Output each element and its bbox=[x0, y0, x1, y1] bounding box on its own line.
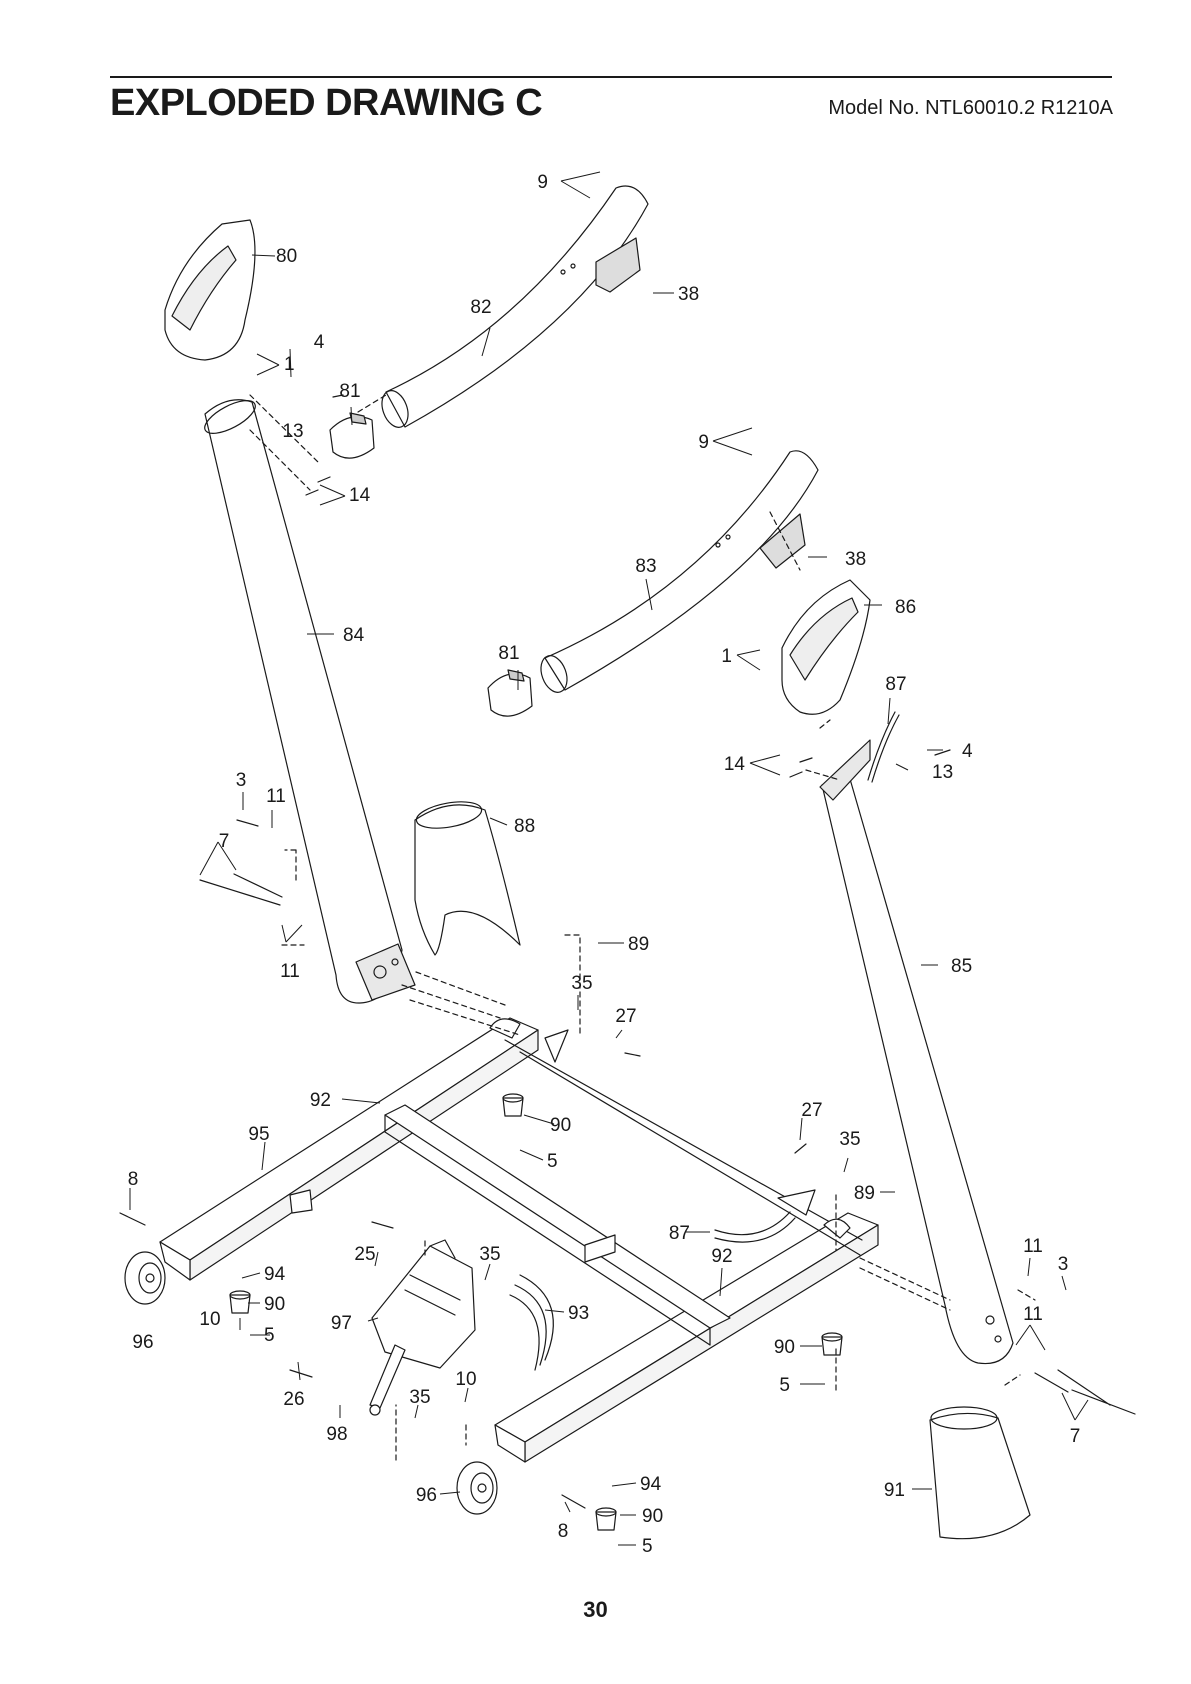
callout-c27b: 27 bbox=[801, 1100, 822, 1121]
callout-c80: 80 bbox=[276, 246, 297, 267]
callout-c10b: 10 bbox=[455, 1369, 476, 1390]
callout-c27a: 27 bbox=[615, 1006, 636, 1027]
callout-c8b: 8 bbox=[558, 1521, 569, 1542]
callout-labels: 9 80 38 82 4 1 81 13 9 14 38 83 86 84 81… bbox=[128, 172, 1081, 1557]
callout-c14a: 14 bbox=[349, 485, 371, 506]
callout-c89b: 89 bbox=[854, 1183, 875, 1204]
callout-c11a: 11 bbox=[266, 786, 286, 807]
callout-c90b: 90 bbox=[264, 1294, 285, 1315]
callout-c3a: 3 bbox=[236, 770, 247, 791]
callout-c13b: 13 bbox=[932, 762, 953, 783]
left-upright-84 bbox=[200, 394, 415, 1003]
callout-c26: 26 bbox=[283, 1389, 304, 1410]
leveler-90c bbox=[822, 1333, 842, 1355]
callout-c14b: 14 bbox=[724, 754, 746, 775]
callout-c92b: 92 bbox=[711, 1246, 732, 1267]
callout-c84: 84 bbox=[343, 625, 365, 646]
callout-c90c: 90 bbox=[774, 1337, 795, 1358]
callout-c89a: 89 bbox=[628, 934, 649, 955]
callout-c81b: 81 bbox=[498, 643, 519, 664]
callout-c90d: 90 bbox=[642, 1506, 663, 1527]
end-cap-81b bbox=[488, 670, 532, 716]
callout-c1b: 1 bbox=[721, 646, 732, 667]
leveler-90d bbox=[596, 1508, 616, 1530]
callout-c87a: 87 bbox=[885, 674, 906, 695]
handlebar-82 bbox=[377, 186, 648, 431]
callout-c5b: 5 bbox=[264, 1325, 275, 1346]
callout-c5a: 5 bbox=[547, 1151, 558, 1172]
callout-c94b: 94 bbox=[640, 1474, 662, 1495]
page-number: 30 bbox=[0, 1597, 1191, 1623]
callout-c7a: 7 bbox=[219, 831, 230, 852]
cup-holder-80 bbox=[165, 220, 255, 360]
callout-c97: 97 bbox=[331, 1313, 352, 1334]
callout-c83: 83 bbox=[635, 556, 656, 577]
callout-c35a: 35 bbox=[571, 973, 592, 994]
base-frame bbox=[160, 1018, 950, 1462]
callout-c9a: 9 bbox=[537, 172, 548, 193]
callout-c9b: 9 bbox=[698, 432, 709, 453]
leveler-90a bbox=[503, 1094, 523, 1116]
callout-c11c: 11 bbox=[1023, 1236, 1043, 1257]
callout-c4a: 4 bbox=[314, 332, 325, 353]
callout-c81a: 81 bbox=[339, 381, 360, 402]
callout-c11d: 11 bbox=[1023, 1304, 1043, 1325]
callout-c38b: 38 bbox=[845, 549, 866, 570]
callout-c95: 95 bbox=[248, 1124, 269, 1145]
shroud-88 bbox=[414, 797, 520, 955]
callout-c3b: 3 bbox=[1058, 1254, 1069, 1275]
callout-c94a: 94 bbox=[264, 1264, 286, 1285]
callout-c82: 82 bbox=[470, 297, 491, 318]
callout-c96a: 96 bbox=[132, 1332, 153, 1353]
callout-c96b: 96 bbox=[416, 1485, 437, 1506]
callout-c35d: 35 bbox=[409, 1387, 430, 1408]
callout-c90a: 90 bbox=[550, 1115, 571, 1136]
callout-c91: 91 bbox=[884, 1480, 905, 1501]
callout-c10a: 10 bbox=[199, 1309, 220, 1330]
wire-harness-93 bbox=[510, 1275, 553, 1370]
callout-c98: 98 bbox=[326, 1424, 347, 1445]
callout-c4b: 4 bbox=[962, 741, 973, 762]
callout-c13a: 13 bbox=[282, 421, 303, 442]
callout-c11b: 11 bbox=[280, 961, 300, 982]
callout-c35c: 35 bbox=[479, 1244, 500, 1265]
leveler-90b bbox=[230, 1291, 250, 1313]
handlebar-83 bbox=[536, 451, 818, 696]
callout-c7b: 7 bbox=[1070, 1426, 1081, 1447]
callout-c25: 25 bbox=[354, 1244, 375, 1265]
callout-c8a: 8 bbox=[128, 1169, 139, 1190]
wheel-96a bbox=[125, 1252, 165, 1304]
callout-c85: 85 bbox=[951, 956, 972, 977]
callout-c86: 86 bbox=[895, 597, 916, 618]
callout-c88: 88 bbox=[514, 816, 535, 837]
callout-c87b: 87 bbox=[669, 1223, 690, 1244]
cup-holder-86 bbox=[782, 580, 870, 714]
wheel-96b bbox=[457, 1462, 497, 1514]
callout-c35b: 35 bbox=[839, 1129, 860, 1150]
callout-c5d: 5 bbox=[642, 1536, 653, 1557]
shroud-91 bbox=[930, 1407, 1030, 1539]
callout-c1a: 1 bbox=[284, 354, 295, 375]
callout-c93: 93 bbox=[568, 1303, 589, 1324]
right-upright-85 bbox=[820, 740, 1013, 1364]
callout-c92a: 92 bbox=[310, 1090, 331, 1111]
callout-c38a: 38 bbox=[678, 284, 699, 305]
callout-c5c: 5 bbox=[779, 1375, 790, 1396]
